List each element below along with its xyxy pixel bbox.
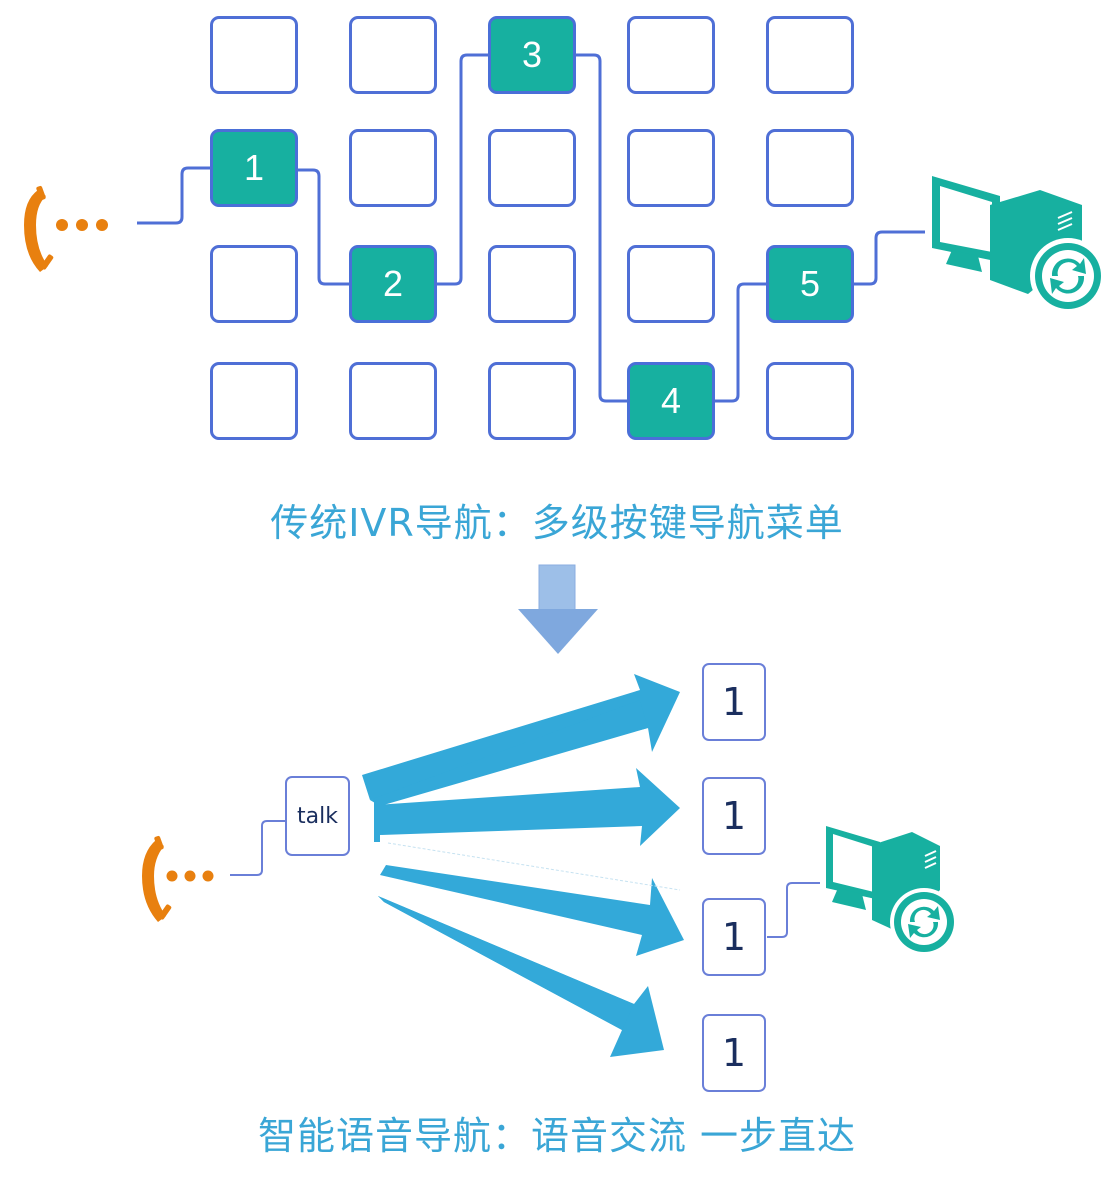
talk-connector [230, 820, 286, 876]
talk-node: talk [285, 776, 350, 856]
arrow-to-destination-1 [362, 674, 680, 806]
key-empty[interactable] [488, 362, 576, 440]
key-step-1[interactable]: 1 [210, 129, 298, 207]
phone-icon [24, 185, 108, 272]
path-connector [853, 230, 925, 286]
path-connector [575, 53, 628, 403]
arrow-to-destination-3 [380, 865, 684, 956]
computer-sync-icon [932, 176, 1106, 314]
path-connector [297, 168, 350, 286]
destination-node[interactable]: 1 [702, 777, 766, 855]
traditional-ivr-caption: 传统IVR导航：多级按键导航菜单 [270, 501, 844, 545]
phone-icon [142, 835, 214, 922]
agent-connector [767, 882, 820, 938]
key-step-2[interactable]: 2 [349, 245, 437, 323]
arrow-to-destination-2 [374, 768, 680, 846]
path-connector [436, 53, 489, 286]
key-step-4[interactable]: 4 [627, 362, 715, 440]
key-empty[interactable] [627, 16, 715, 94]
destination-node[interactable]: 1 [702, 898, 766, 976]
key-empty[interactable] [488, 129, 576, 207]
destination-node[interactable]: 1 [702, 663, 766, 741]
key-empty[interactable] [488, 245, 576, 323]
key-step-3[interactable]: 3 [488, 16, 576, 94]
key-empty[interactable] [349, 129, 437, 207]
key-step-5[interactable]: 5 [766, 245, 854, 323]
path-connector [137, 166, 211, 225]
key-empty[interactable] [210, 245, 298, 323]
key-empty[interactable] [766, 362, 854, 440]
smart-voice-caption: 智能语音导航：语音交流 一步直达 [257, 1114, 857, 1158]
key-empty[interactable] [349, 362, 437, 440]
key-empty[interactable] [766, 129, 854, 207]
key-empty[interactable] [349, 16, 437, 94]
computer-sync-icon [826, 826, 958, 956]
arrow-down-icon [518, 564, 598, 654]
fan-arrows [362, 674, 684, 1057]
destination-node[interactable]: 1 [702, 1014, 766, 1092]
key-empty[interactable] [627, 129, 715, 207]
path-connector [714, 282, 767, 403]
key-empty[interactable] [210, 16, 298, 94]
key-empty[interactable] [627, 245, 715, 323]
arrow-to-destination-4 [378, 896, 664, 1057]
key-empty[interactable] [210, 362, 298, 440]
key-empty[interactable] [766, 16, 854, 94]
